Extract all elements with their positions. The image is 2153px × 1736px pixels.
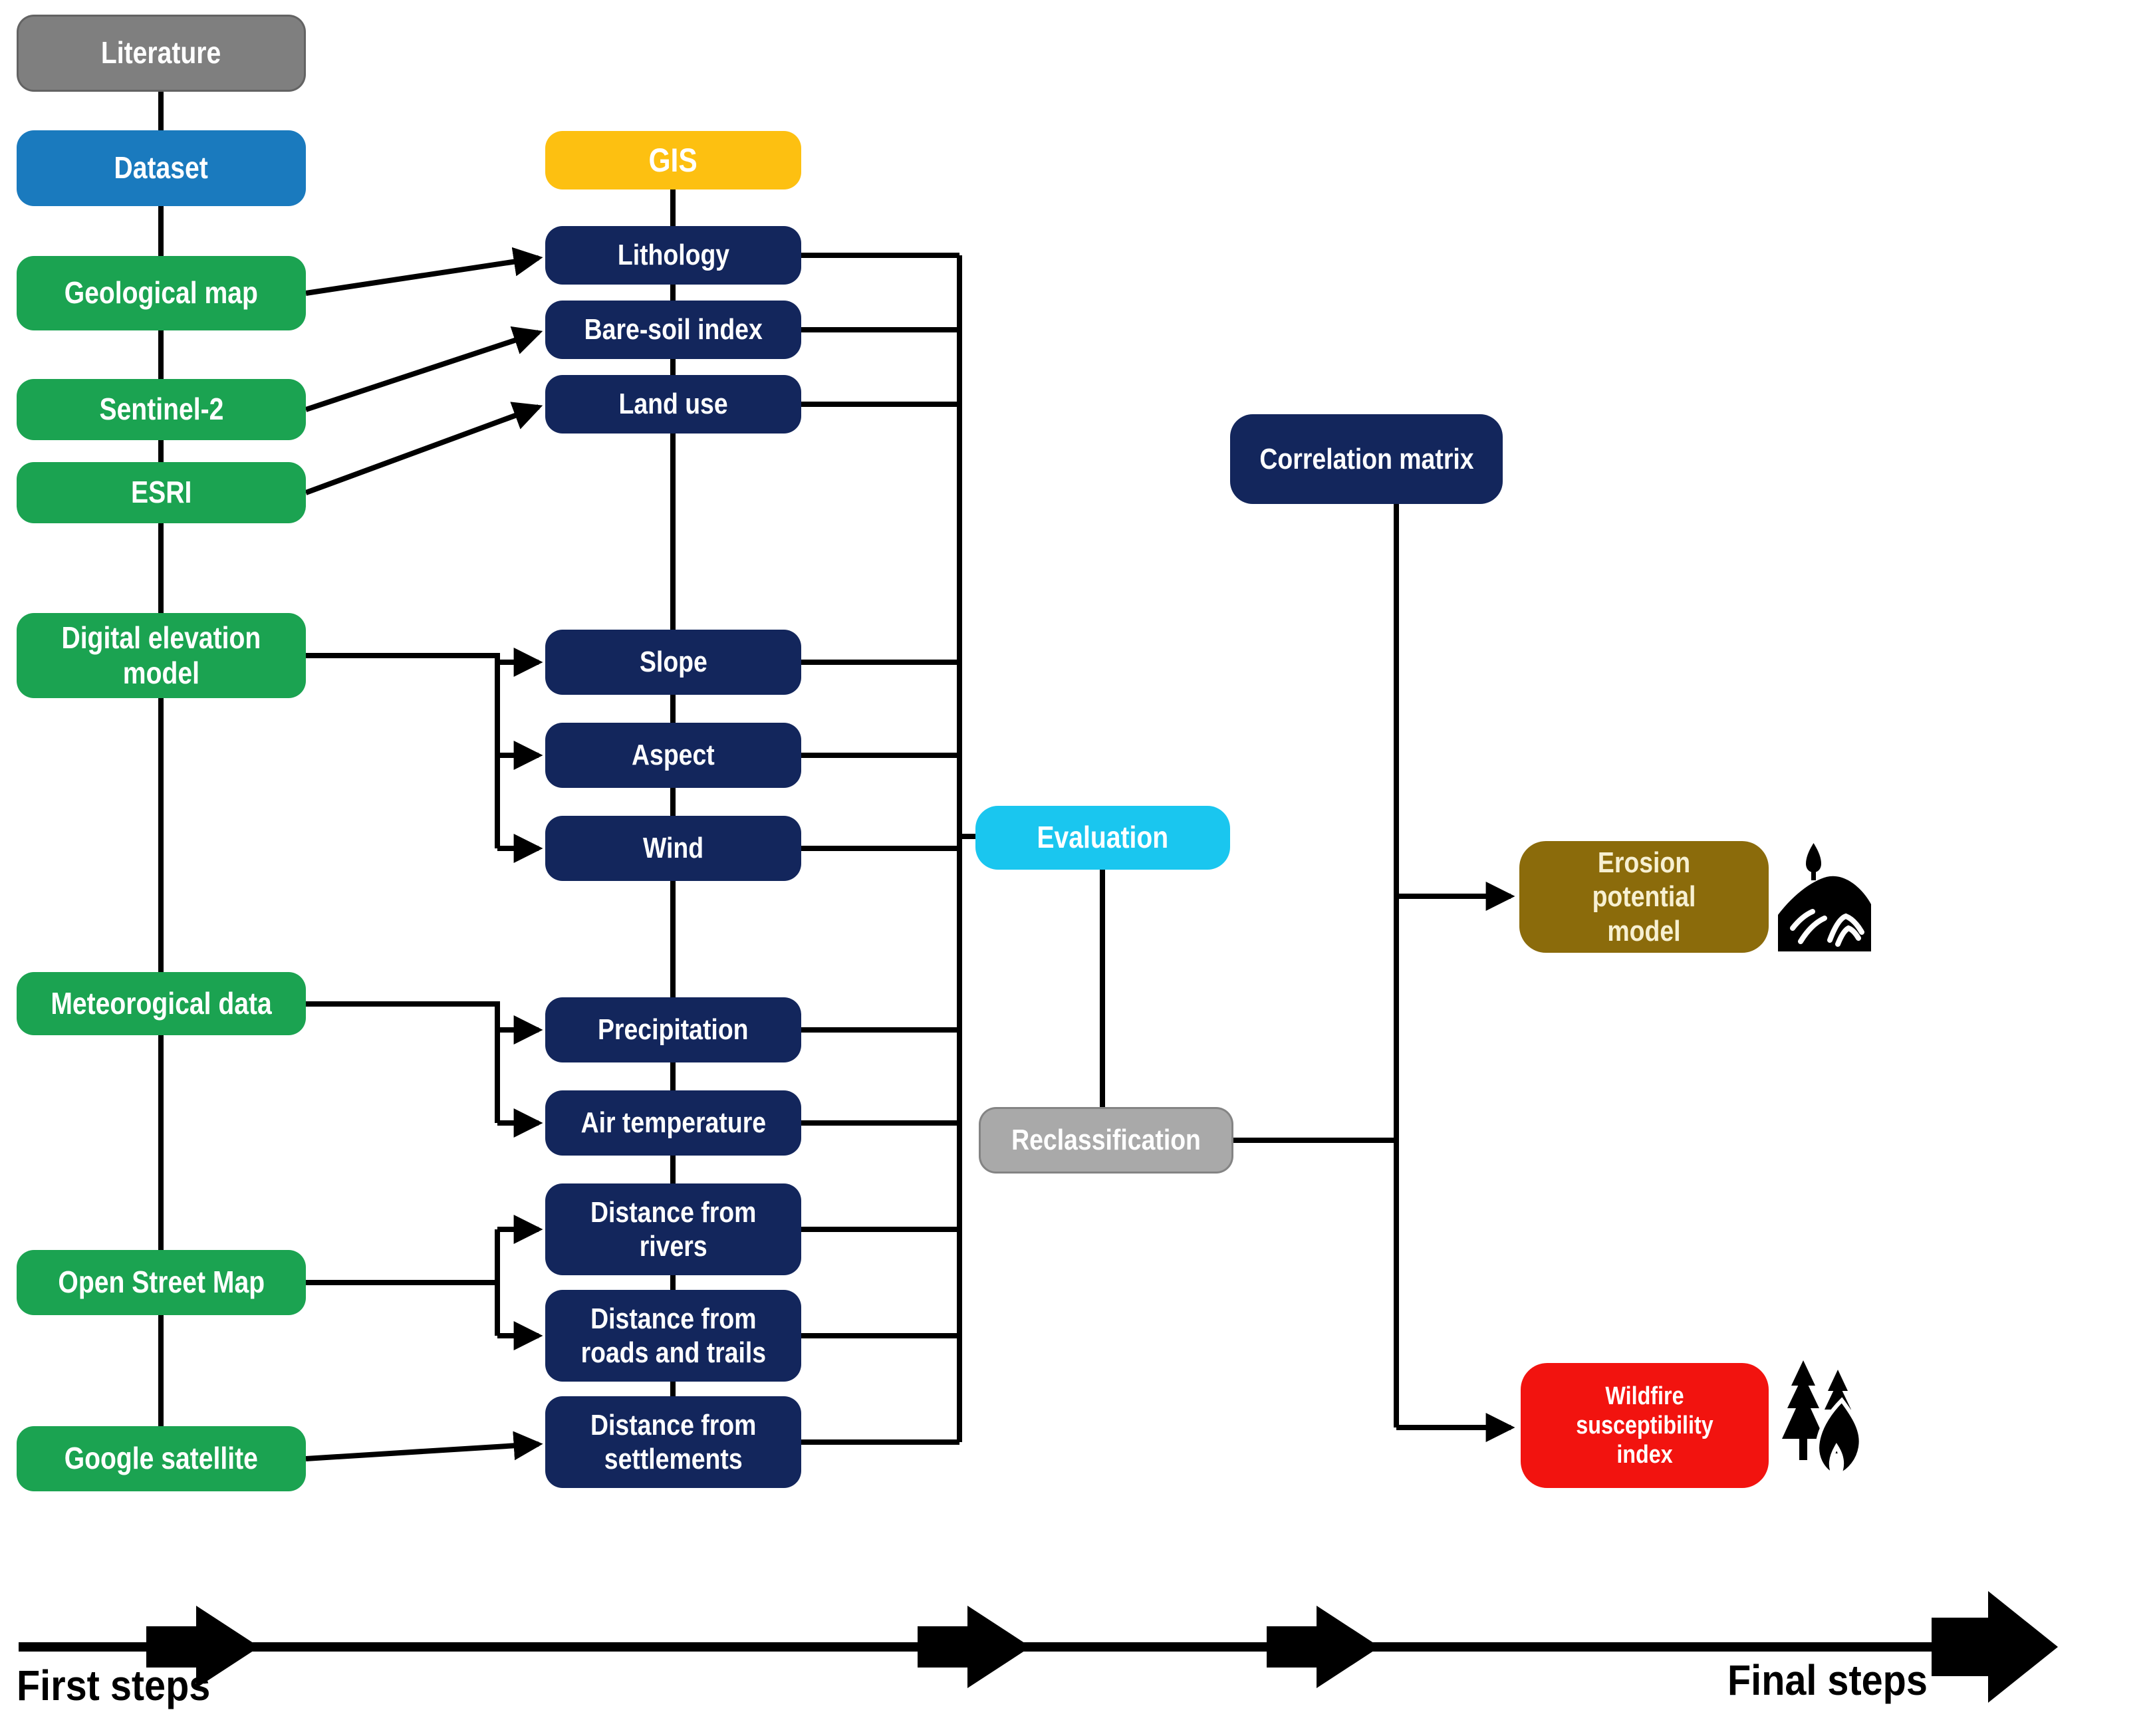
node-reclassification-label: Reclassification bbox=[1011, 1124, 1201, 1157]
final-steps-label: Final steps bbox=[1727, 1656, 1928, 1704]
node-correlation-matrix-label: Correlation matrix bbox=[1259, 442, 1474, 475]
node-precipitation-label: Precipitation bbox=[598, 1013, 749, 1047]
node-distance-from-rivers-label: Distance from rivers bbox=[590, 1195, 757, 1263]
node-land-use: Land use bbox=[545, 375, 801, 434]
node-lithology: Lithology bbox=[545, 226, 801, 285]
node-erosion-potential-model-label: Erosion potential model bbox=[1592, 846, 1696, 947]
node-gis-label: GIS bbox=[648, 142, 698, 179]
node-literature-label: Literature bbox=[101, 35, 221, 70]
node-google-satellite-label: Google satellite bbox=[64, 1441, 259, 1476]
node-land-use-label: Land use bbox=[618, 388, 728, 421]
node-open-street-map: Open Street Map bbox=[17, 1250, 306, 1315]
node-esri: ESRI bbox=[17, 462, 306, 523]
timeline-arrow bbox=[19, 1591, 2058, 1703]
node-geological-map-label: Geological map bbox=[64, 275, 259, 310]
node-correlation-matrix: Correlation matrix bbox=[1230, 414, 1503, 504]
node-gis: GIS bbox=[545, 131, 801, 189]
node-slope-label: Slope bbox=[639, 646, 707, 679]
node-distance-from-settlements-label: Distance from settlements bbox=[590, 1408, 757, 1475]
node-precipitation: Precipitation bbox=[545, 997, 801, 1062]
burning-trees-icon bbox=[1775, 1359, 1868, 1489]
node-google-satellite: Google satellite bbox=[17, 1426, 306, 1491]
node-distance-from-rivers: Distance from rivers bbox=[545, 1183, 801, 1275]
node-distance-from-roads-and-trails: Distance from roads and trails bbox=[545, 1290, 801, 1382]
node-distance-from-settlements: Distance from settlements bbox=[545, 1396, 801, 1488]
node-wind: Wind bbox=[545, 816, 801, 881]
node-sentinel-2-label: Sentinel-2 bbox=[99, 392, 223, 427]
node-evaluation: Evaluation bbox=[975, 806, 1230, 870]
node-digital-elevation-model: Digital elevation model bbox=[17, 613, 306, 698]
node-meteorogical-data-label: Meteorogical data bbox=[51, 985, 272, 1021]
node-erosion-potential-model: Erosion potential model bbox=[1519, 841, 1769, 953]
node-air-temperature: Air temperature bbox=[545, 1090, 801, 1156]
node-digital-elevation-model-label: Digital elevation model bbox=[61, 620, 261, 690]
node-wind-label: Wind bbox=[642, 832, 704, 865]
node-bare-soil-index: Bare-soil index bbox=[545, 301, 801, 359]
node-aspect: Aspect bbox=[545, 723, 801, 788]
node-esri-label: ESRI bbox=[130, 475, 192, 510]
node-geological-map: Geological map bbox=[17, 256, 306, 330]
node-dataset: Dataset bbox=[17, 130, 306, 206]
node-lithology-label: Lithology bbox=[617, 239, 729, 272]
node-reclassification: Reclassification bbox=[979, 1107, 1233, 1174]
node-meteorogical-data: Meteorogical data bbox=[17, 972, 306, 1035]
node-sentinel-2: Sentinel-2 bbox=[17, 379, 306, 440]
node-air-temperature-label: Air temperature bbox=[580, 1106, 766, 1140]
node-slope: Slope bbox=[545, 630, 801, 695]
node-wildfire-susceptibility-index-label: Wildfire susceptibility index bbox=[1576, 1382, 1713, 1469]
spine-lines bbox=[158, 53, 1399, 1456]
node-open-street-map-label: Open Street Map bbox=[58, 1265, 265, 1300]
node-literature: Literature bbox=[17, 15, 306, 92]
node-distance-from-roads-and-trails-label: Distance from roads and trails bbox=[580, 1302, 766, 1369]
node-wildfire-susceptibility-index: Wildfire susceptibility index bbox=[1521, 1363, 1769, 1488]
arrow-connectors bbox=[305, 247, 1515, 1461]
node-dataset-label: Dataset bbox=[114, 150, 209, 186]
node-evaluation-label: Evaluation bbox=[1037, 820, 1169, 855]
erosion-hill-icon bbox=[1774, 842, 1874, 951]
first-steps-label: First steps bbox=[17, 1662, 211, 1709]
node-bare-soil-index-label: Bare-soil index bbox=[584, 313, 763, 346]
node-aspect-label: Aspect bbox=[632, 739, 715, 772]
